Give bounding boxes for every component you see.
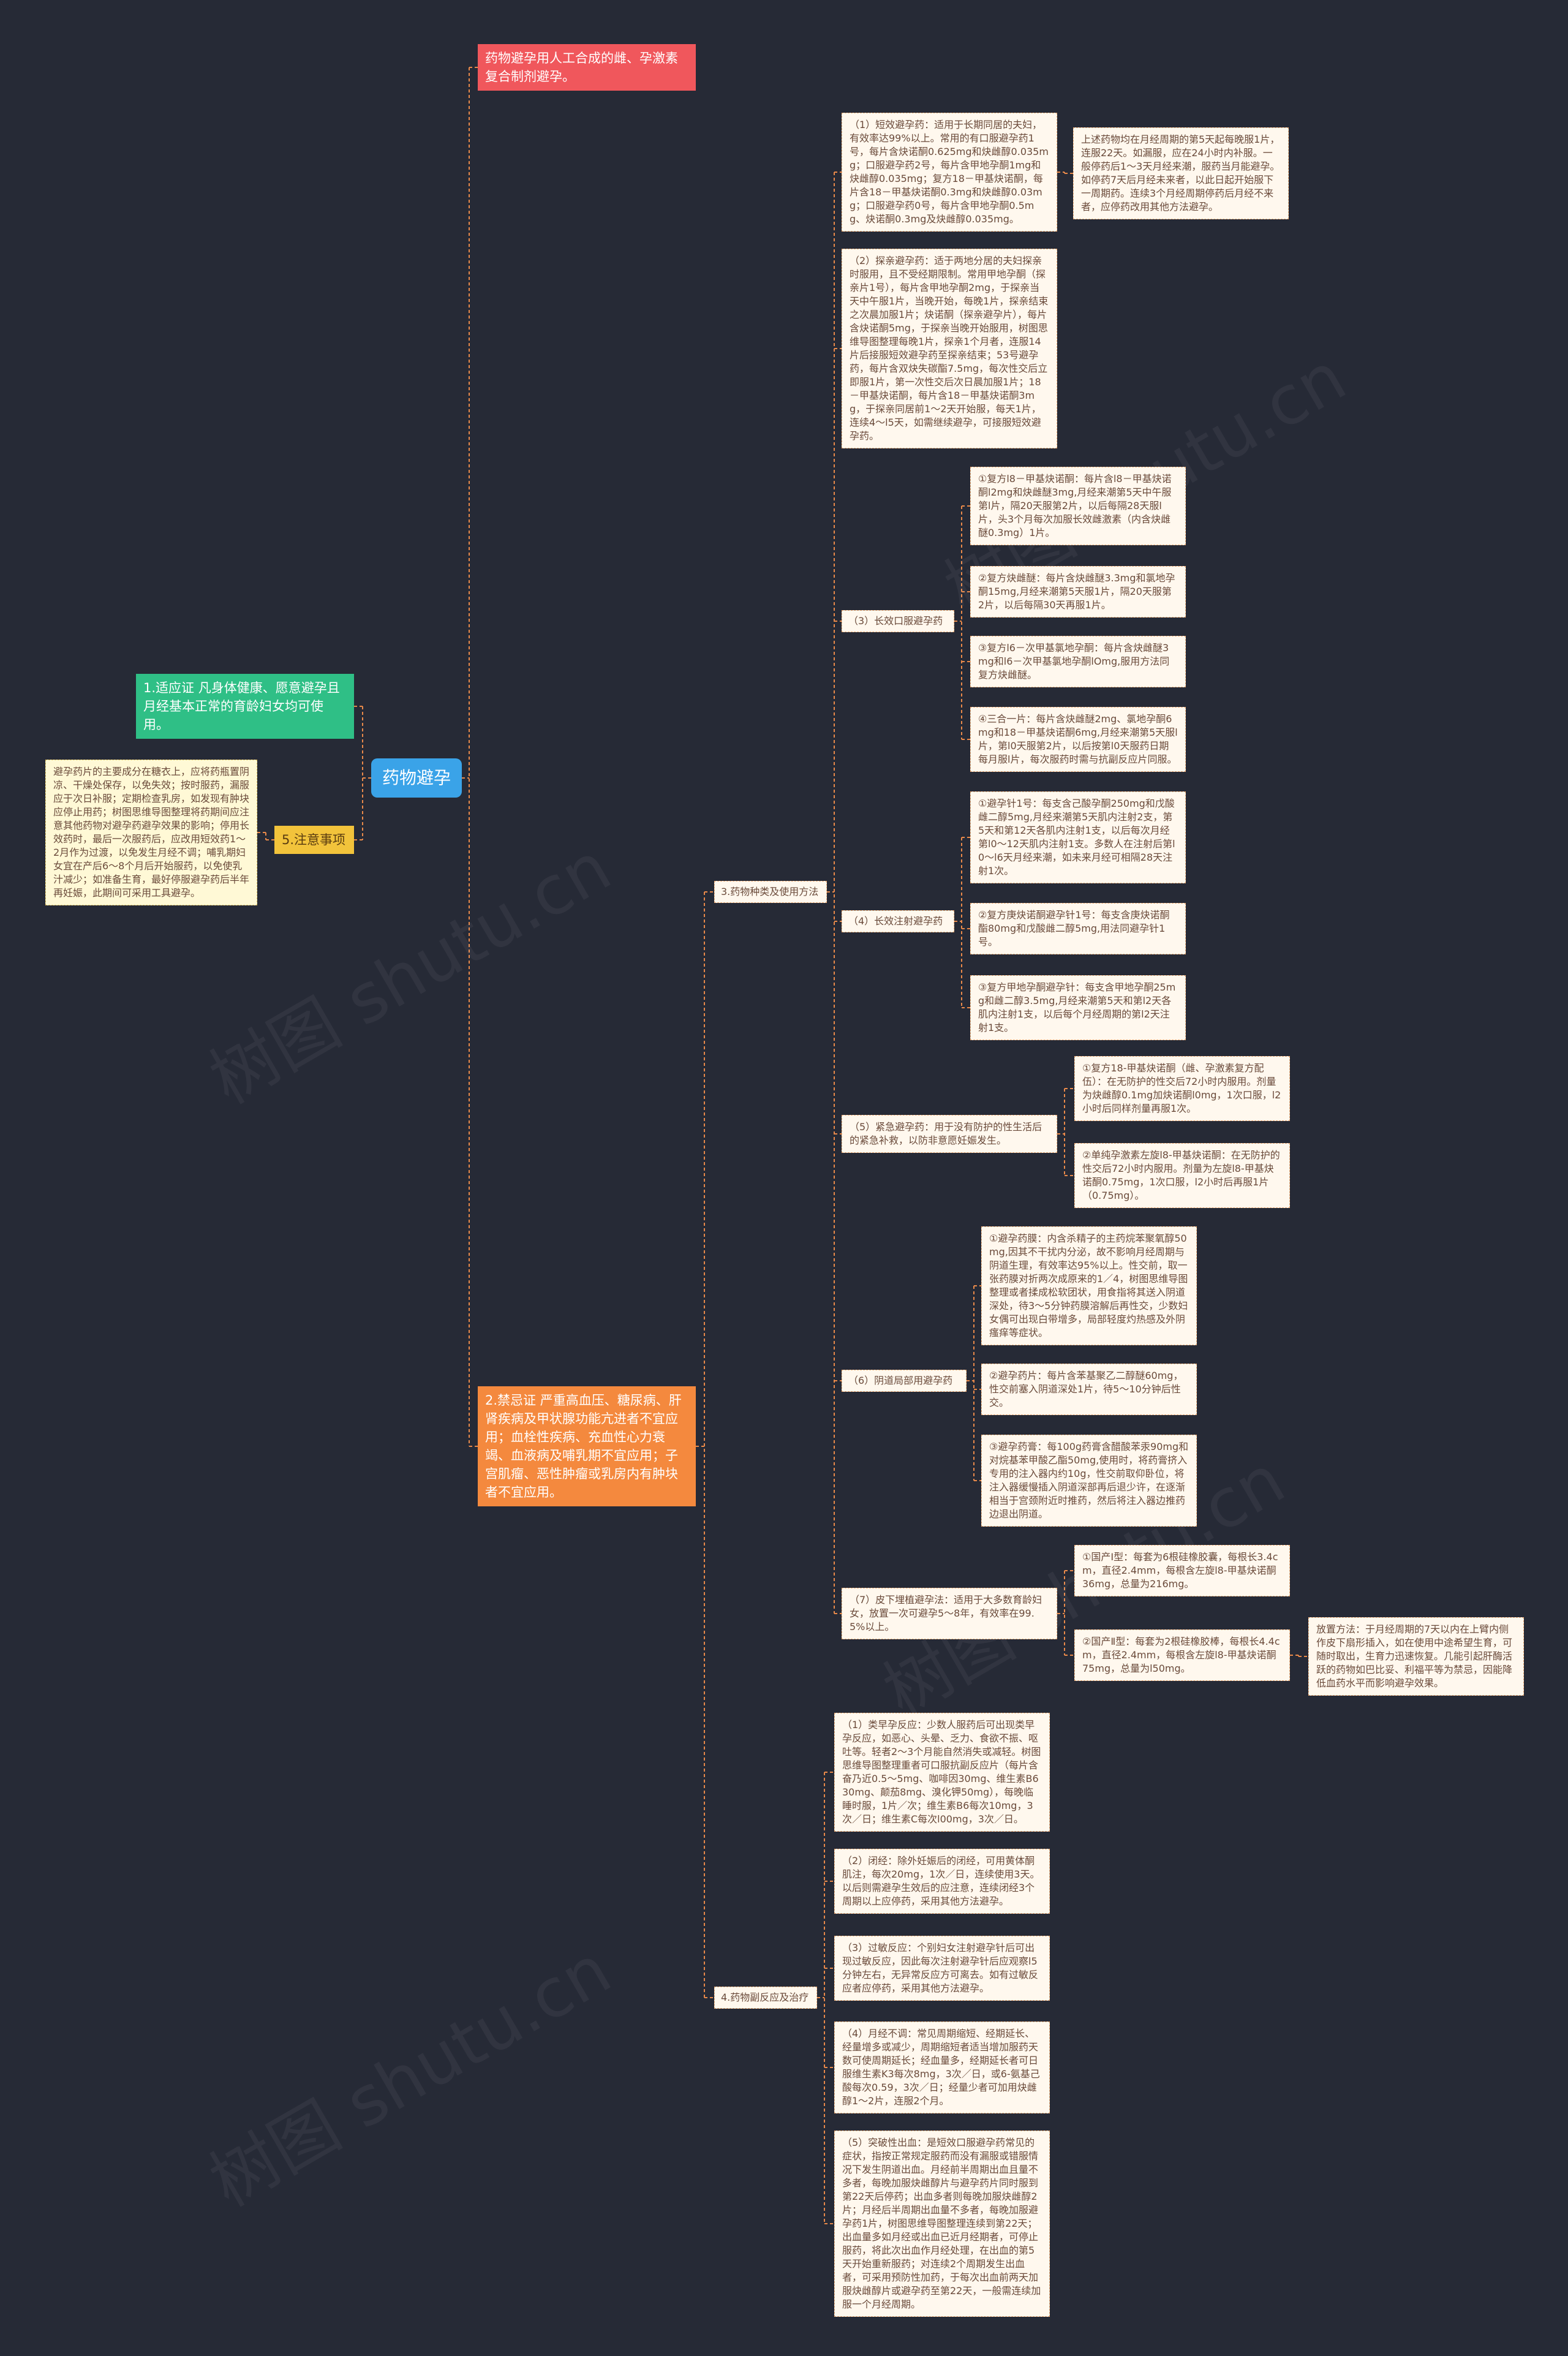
implant-text: （7）皮下埋植避孕法：适用于大多数育龄妇女，放置一次可避孕5～8年，有效率在99… [842, 1588, 1057, 1639]
long-acting-oral-sub-2: ②复方炔雌醚：每片含炔雌醚3.3mg和氯地孕酮15mg,月经来潮第5天服1片，隔… [970, 566, 1186, 617]
side-effect-3: （3）过敏反应：个别妇女注射避孕针后可出现过敏反应，因此每次注射避孕针后应观察l… [834, 1936, 1050, 2001]
branch-definition[interactable]: 药物避孕用人工合成的雌、孕激素复合制剂避孕。 [478, 44, 696, 91]
long-acting-oral-sub-3: ③复方l6－次甲基氯地孕酮：每片含炔雌醚3mg和l6－次甲基氯地孕酮lOmg,服… [970, 636, 1186, 687]
section-drug-types-label[interactable]: 3.药物种类及使用方法 [714, 881, 827, 903]
long-acting-oral-label[interactable]: （3）长效口服避孕药 [842, 610, 954, 632]
visiting-pill-text: （2）探亲避孕药：适于两地分居的夫妇探亲时服用，且不受经期限制。常用甲地孕酮（探… [842, 249, 1057, 448]
emergency-pill-text: （5）紧急避孕药：用于没有防护的性生活后的紧急补救，以防非意愿妊娠发生。 [842, 1115, 1057, 1153]
root-node[interactable]: 药物避孕 [371, 758, 462, 798]
implant-sub-1: ①国产Ⅰ型：每套为6根硅橡胶囊，每根长3.4cm，直径2.4mm，每根含左旋l8… [1074, 1545, 1290, 1596]
long-acting-oral-sub-1: ①复方l8－甲基炔诺酮：每片含l8－甲基炔诺酮l2mg和炔雌醚3mg,月经来潮第… [970, 467, 1186, 545]
emergency-pill-sub-1: ①复方18-甲基炔诺酮（雌、孕激素复方配伍）：在无防护的性交后72小时内服用。剂… [1074, 1056, 1290, 1121]
precautions-detail: 避孕药片的主要成分在糖衣上，应将药瓶置阴凉、干燥处保存，以免失效；按时服药，漏服… [45, 760, 257, 905]
implant-note: 放置方法：于月经周期的7天以内在上臂内侧作皮下扇形插入，如在使用中途希望生育，可… [1308, 1617, 1524, 1696]
branch-indications[interactable]: 1.适应证 凡身体健康、愿意避孕且月经基本正常的育龄妇女均可使用。 [136, 674, 354, 739]
vaginal-sub-3: ③避孕药膏：每100g药膏含醋酸苯汞90mg和对烷基苯甲酸乙酯50mg,使用时，… [981, 1435, 1197, 1527]
branch-precautions[interactable]: 5.注意事项 [274, 826, 354, 854]
branch-contraindications[interactable]: 2.禁忌证 严重高血压、糖尿病、肝肾疾病及甲状腺功能亢进者不宜应用；血栓性疾病、… [478, 1386, 696, 1506]
vaginal-label[interactable]: （6）阴道局部用避孕药 [842, 1370, 967, 1392]
side-effect-2: （2）闭经：除外妊娠后的闭经，可用黄体酮肌注，每次20mg，1次／日，连续使用3… [834, 1849, 1050, 1914]
side-effect-1: （1）类早孕反应：少数人服药后可出现类早孕反应，如恶心、头晕、乏力、食欲不振、呕… [834, 1713, 1050, 1832]
vaginal-sub-1: ①避孕药膜：内含杀精子的主药烷苯聚氧醇50mg,因其不干扰内分泌，故不影响月经周… [981, 1226, 1197, 1345]
injection-sub-2: ②复方庚炔诺酮避孕针1号：每支含庚炔诺酮酯80mg和戊酸雌二醇5mg,用法同避孕… [970, 903, 1186, 954]
implant-sub-2: ②国产Ⅱ型：每套为2根硅橡胶棒，每根长4.4cm，直径2.4mm，每根含左旋l8… [1074, 1629, 1290, 1681]
side-effect-5: （5）突破性出血：是短效口服避孕药常见的症状，指按正常规定服药而没有漏服或错服情… [834, 2131, 1050, 2317]
short-acting-pill-text: （1）短效避孕药：适用于长期同居的夫妇，有效率达99%以上。常用的有口服避孕药1… [842, 113, 1057, 232]
vaginal-sub-2: ②避孕药片：每片含苯基聚乙二醇醚60mg，性交前塞入阴道深处1片，待5～10分钟… [981, 1364, 1197, 1415]
short-acting-pill-note: 上述药物均在月经周期的第5天起每晚服1片，连服22天。如漏服，应在24小时内补服… [1073, 127, 1289, 219]
injection-sub-3: ③复方甲地孕酮避孕针：每支含甲地孕酮25mg和雌二醇3.5mg,月经来潮第5天和… [970, 975, 1186, 1040]
long-acting-oral-sub-4: ④三合一片：每片含炔雌醚2mg、氯地孕酮6mg和18－甲基炔诺酮6mg,月经来潮… [970, 707, 1186, 772]
injection-label[interactable]: （4）长效注射避孕药 [842, 910, 954, 932]
injection-sub-1: ①避孕针1号：每支含己酸孕酮250mg和戊酸雌二醇5mg,月经来潮第5天肌内注射… [970, 791, 1186, 883]
side-effect-4: （4）月经不调：常见周期缩短、经期延长、经量增多或减少，周期缩短者适当增加服药天… [834, 2022, 1050, 2113]
section-side-effects-label[interactable]: 4.药物副反应及治疗 [714, 1987, 817, 2009]
emergency-pill-sub-2: ②单纯孕激素左旋l8-甲基炔诺酮：在无防护的性交后72小时内服用。剂量为左旋l8… [1074, 1143, 1290, 1208]
